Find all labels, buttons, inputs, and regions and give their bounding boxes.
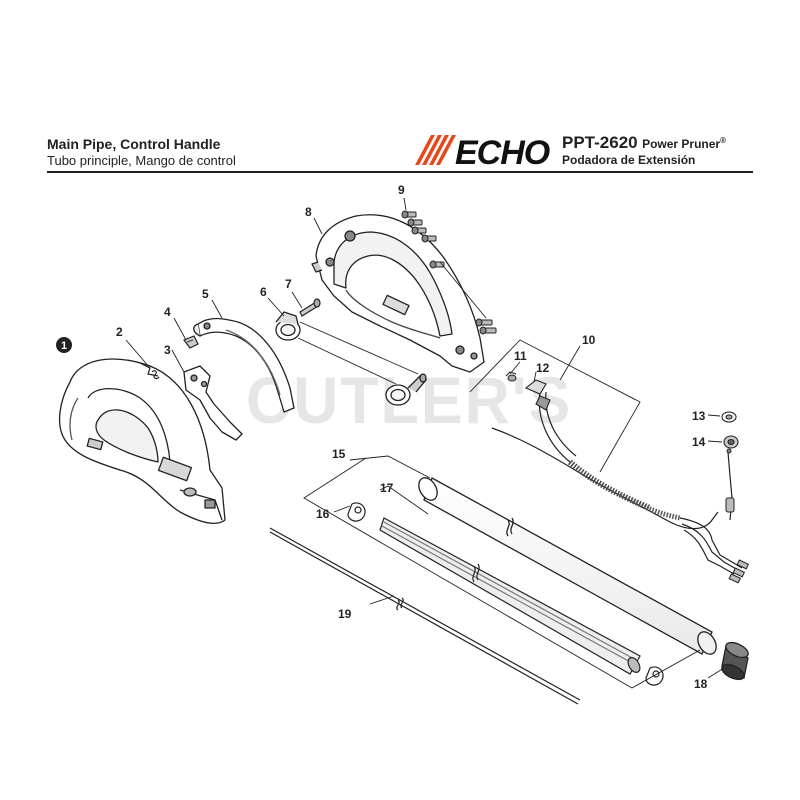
callout-6: 6 [260, 285, 267, 299]
part-5-cover-plate [193, 317, 295, 413]
part-10-connectors [725, 448, 750, 584]
part-6-clamp-lower [385, 373, 427, 406]
callout-14: 14 [692, 435, 706, 449]
callout-2: 2 [116, 325, 123, 339]
part-9-screws [401, 210, 497, 335]
part-15-main-pipe [418, 477, 717, 655]
header-divider [47, 171, 753, 173]
part-14-nut [723, 435, 739, 449]
part-7-bolt [299, 298, 321, 317]
callout-4: 4 [164, 305, 171, 319]
echo-logo-text: ECHO [455, 134, 550, 167]
part-13-nut [721, 411, 737, 423]
callout-10: 10 [582, 333, 596, 347]
part-16-retaining-ring [347, 502, 366, 522]
callout-5: 5 [202, 287, 209, 301]
part-2-spring [137, 361, 160, 380]
part-12-switch [524, 379, 551, 411]
leader-lines [125, 197, 725, 689]
callout-8: 8 [305, 205, 312, 219]
part-3-trigger [183, 365, 243, 441]
part-16-retaining-ring-2 [645, 666, 664, 686]
callout-7: 7 [285, 277, 292, 291]
callout-15: 15 [332, 447, 346, 461]
callout-13: 13 [692, 409, 706, 423]
callout-9: 9 [398, 183, 405, 197]
callout-17: 17 [380, 481, 394, 495]
svg-text:1: 1 [61, 340, 67, 352]
header-left: Main Pipe, Control Handle Tubo principle… [47, 136, 236, 169]
callout-1: 1 [56, 337, 72, 353]
callout-12: 12 [536, 361, 550, 375]
product-name-es: Podadora de Extensión [562, 153, 696, 167]
callout-16: 16 [316, 507, 330, 521]
part-6-clamp [275, 311, 301, 341]
part-19-drive-shaft [269, 527, 581, 705]
callout-11: 11 [514, 349, 527, 363]
part-17-pipe-insert [379, 517, 641, 675]
header-right: PPT-2620 Power Pruner® Podadora de Exten… [562, 133, 726, 168]
callout-18: 18 [694, 677, 708, 691]
part-4-clip [183, 335, 199, 349]
callout-19: 19 [338, 607, 352, 621]
callout-3: 3 [164, 343, 171, 357]
echo-logo: ECHO [415, 134, 551, 167]
part-11-nut [505, 371, 517, 382]
part-1-rear-handle [58, 358, 226, 524]
page-subtitle: Tubo principle, Mango de control [47, 153, 236, 168]
page-title: Main Pipe, Control Handle [47, 136, 221, 152]
part-8-housing [311, 214, 485, 373]
part-10-throttle-cable [491, 391, 743, 575]
part-18-sleeve [721, 641, 749, 681]
model-number: PPT-2620 [562, 133, 638, 152]
product-name: Power Pruner® [642, 136, 726, 151]
